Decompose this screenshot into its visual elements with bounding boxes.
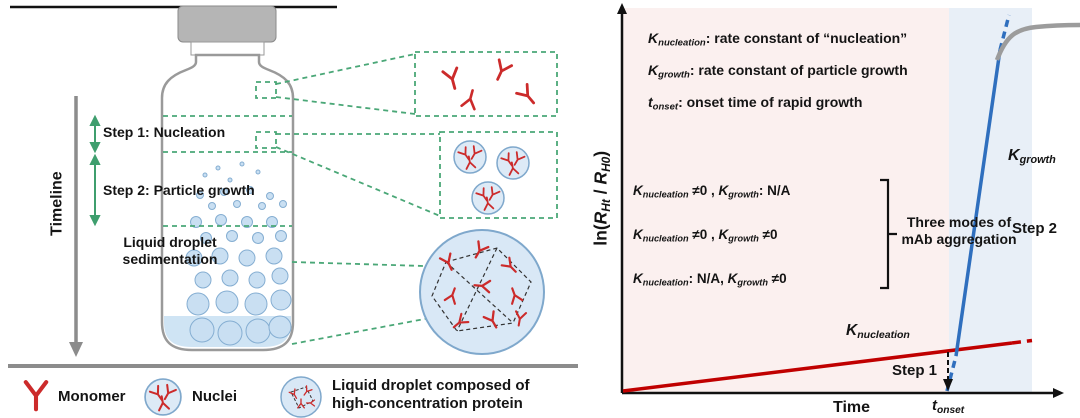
step2-label: Step 2: Particle growth bbox=[103, 182, 255, 198]
monomer-icon bbox=[26, 382, 46, 409]
nucleation-region-bg bbox=[623, 8, 949, 392]
k-growth-label: Kgrowth bbox=[1008, 147, 1056, 167]
legend-droplet-label: Liquid droplet composed of high-concentr… bbox=[332, 377, 530, 413]
monomer-zoom-content bbox=[441, 58, 541, 111]
modes-note-line2: mAb aggregation bbox=[901, 230, 1017, 247]
sedimentation-line2: sedimentation bbox=[122, 250, 218, 267]
growth-region-bg bbox=[949, 8, 1032, 392]
plateau-curve bbox=[994, 22, 1080, 61]
modes-note-line1: Three modes of bbox=[906, 214, 1012, 230]
legend-droplet-line1: Liquid droplet composed of bbox=[332, 377, 530, 394]
legend-droplet-line2: high-concentration protein bbox=[332, 395, 523, 412]
y-axis-label: ln(RHt / RH0) bbox=[591, 88, 614, 308]
droplet-icon bbox=[280, 376, 322, 418]
ylabel-r1: R bbox=[590, 211, 611, 225]
def-growth: Kgrowth: rate constant of particle growt… bbox=[648, 62, 908, 81]
ylabel-r1sub: Ht bbox=[599, 199, 614, 212]
def-nucleation: Knucleation: rate constant of “nucleatio… bbox=[648, 30, 908, 49]
legend-nuclei-label: Nuclei bbox=[192, 388, 238, 405]
callout-dashed-lines bbox=[163, 51, 558, 345]
monomer-zoom-panel bbox=[414, 51, 558, 117]
plot-graphics bbox=[617, 3, 1080, 398]
mode-3: Knucleation: N/A, Kgrowth ≠0 bbox=[633, 271, 787, 288]
modes-bracket bbox=[880, 178, 897, 290]
sedimentation-label: Liquid droplet sedimentation bbox=[95, 234, 245, 268]
axes bbox=[617, 3, 1064, 398]
droplets-group bbox=[185, 161, 292, 346]
mode-2: Knucleation ≠0 , Kgrowth ≠0 bbox=[633, 227, 778, 244]
step1-region-label: Step 1 bbox=[892, 362, 938, 379]
ylabel-sep: / bbox=[590, 184, 611, 200]
sedimentation-line1: Liquid droplet bbox=[123, 234, 217, 250]
k-nucleation-label: Knucleation bbox=[846, 322, 910, 341]
step-range-arrows bbox=[89, 114, 101, 227]
nuclei-zoom-panel bbox=[439, 131, 558, 219]
nuclei-icon bbox=[145, 379, 181, 415]
legend-icons bbox=[26, 376, 322, 418]
x-axis-label: Time bbox=[833, 399, 871, 416]
legend-monomer-label: Monomer bbox=[58, 388, 126, 405]
left-panel-graphics bbox=[8, 5, 578, 418]
droplet-zoom-content bbox=[419, 229, 545, 355]
t-onset-label: tonset bbox=[932, 397, 965, 416]
step2-region-label: Step 2 bbox=[1012, 220, 1058, 237]
ylabel-r2: R bbox=[590, 171, 611, 185]
modes-note: Three modes of mAb aggregation bbox=[898, 214, 1020, 248]
t-onset-marker bbox=[943, 352, 953, 391]
mode-1: Knucleation ≠0 , Kgrowth: N/A bbox=[633, 183, 791, 200]
vial-cap bbox=[177, 5, 277, 43]
timeline-label: Timeline bbox=[48, 171, 66, 236]
ylabel-suffix: ) bbox=[590, 150, 611, 157]
def-onset: tonset: onset time of rapid growth bbox=[648, 94, 863, 113]
timeline-arrow bbox=[69, 96, 83, 357]
nuclei-zoom-content bbox=[454, 141, 529, 214]
nucleation-line bbox=[622, 338, 1033, 393]
ylabel-r2sub: H0 bbox=[599, 156, 614, 172]
ylabel-prefix: ln( bbox=[590, 224, 611, 246]
step1-label: Step 1: Nucleation bbox=[103, 124, 226, 140]
